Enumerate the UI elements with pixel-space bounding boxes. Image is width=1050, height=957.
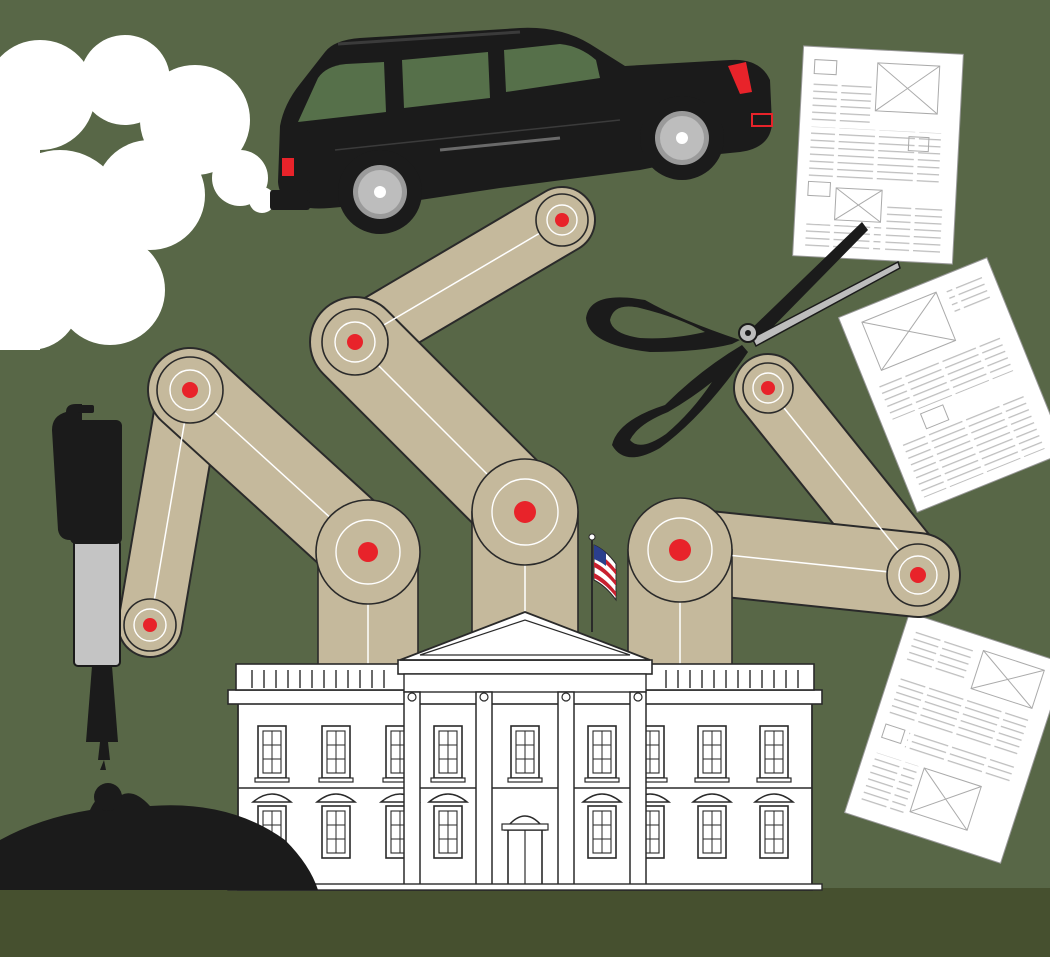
smoke-cloud-icon — [0, 35, 275, 350]
ground — [0, 888, 1050, 957]
arm-joint — [315, 499, 421, 605]
document-icon — [792, 45, 964, 265]
white-house-icon — [227, 611, 823, 891]
marker-icon — [52, 404, 122, 770]
arm-joints — [123, 193, 950, 652]
arm-joint — [321, 308, 389, 376]
document-icon — [837, 257, 1050, 513]
arm-joint — [742, 362, 794, 414]
arm-joint — [471, 458, 579, 566]
arm-joint — [123, 598, 177, 652]
document-icon — [843, 612, 1050, 864]
suv-icon — [270, 27, 773, 234]
arm-joint — [627, 497, 733, 603]
arm-joint — [156, 356, 224, 424]
us-flag-icon — [588, 533, 617, 632]
ink-blot-icon — [0, 783, 318, 890]
scissors-icon — [586, 222, 901, 458]
arm-joint — [535, 193, 589, 247]
arm-joint — [886, 543, 950, 607]
entrance-door — [501, 815, 549, 889]
